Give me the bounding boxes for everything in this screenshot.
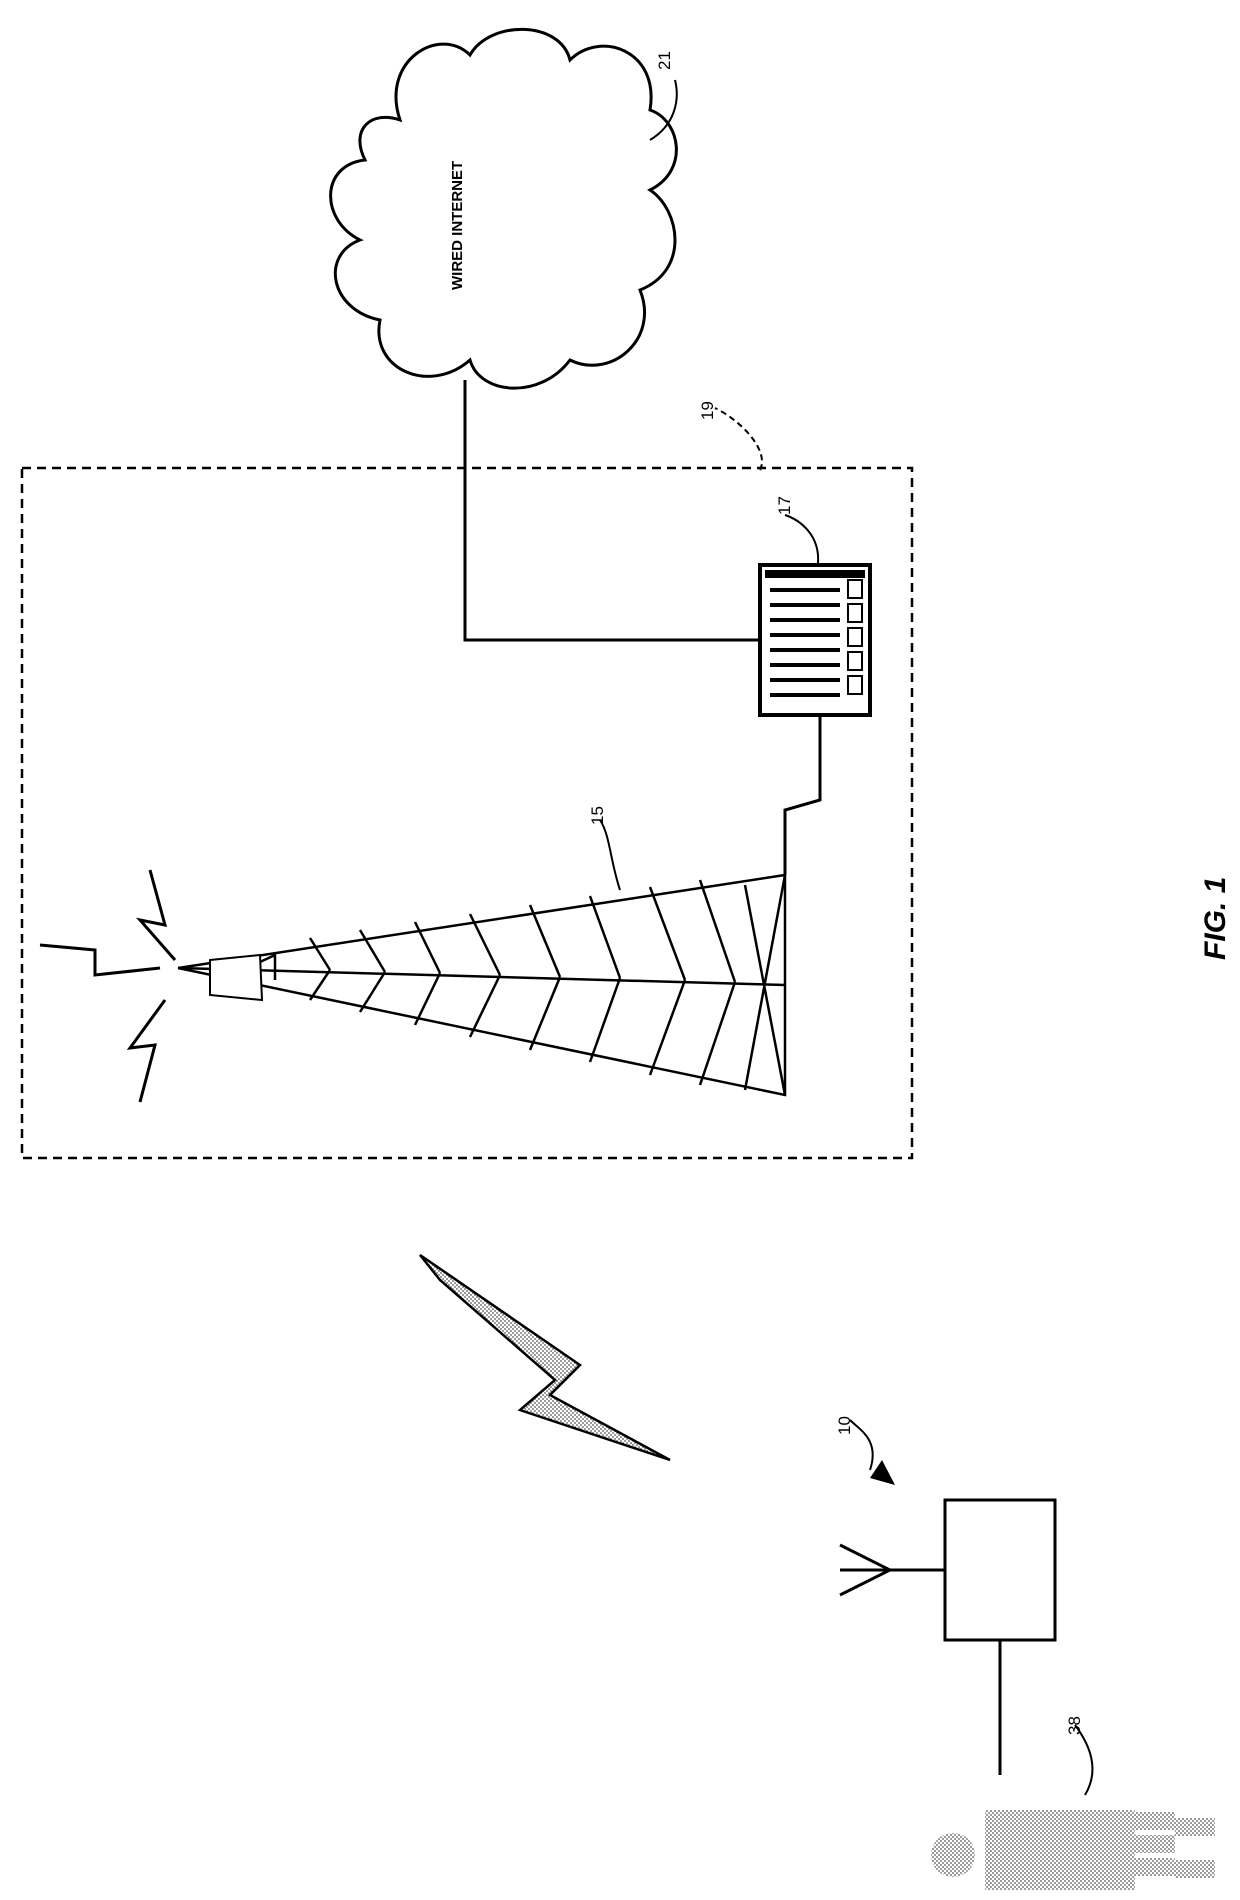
server-top-strip bbox=[765, 570, 865, 578]
ref-internet: 21 bbox=[655, 51, 674, 70]
leader-19 bbox=[715, 408, 762, 470]
figure-caption: FIG. 1 bbox=[1199, 877, 1232, 960]
ref-server: 17 bbox=[775, 496, 794, 515]
cloud-label: WIRED INTERNET bbox=[449, 161, 466, 290]
ref-user: 38 bbox=[1065, 1716, 1084, 1735]
ref-tower: 15 bbox=[588, 806, 607, 825]
mobile-device bbox=[840, 1500, 1055, 1775]
device-body bbox=[945, 1500, 1055, 1640]
ref-base-station: 19 bbox=[698, 401, 717, 420]
user-head bbox=[931, 1833, 975, 1877]
ref-device: 10 bbox=[835, 1416, 854, 1435]
leader-17 bbox=[785, 515, 818, 563]
arrow-head-10 bbox=[870, 1460, 895, 1485]
cloud-outline bbox=[331, 29, 677, 388]
user-torso bbox=[985, 1810, 1135, 1890]
tower-signals bbox=[40, 870, 175, 1102]
tower bbox=[178, 875, 785, 1095]
wireless-link-bolt bbox=[420, 1255, 670, 1460]
server-rack bbox=[760, 565, 870, 715]
leader-15 bbox=[600, 820, 620, 890]
user-figure bbox=[931, 1810, 1215, 1890]
internet-cloud: WIRED INTERNET bbox=[331, 29, 677, 388]
server-tower-link bbox=[785, 715, 820, 875]
